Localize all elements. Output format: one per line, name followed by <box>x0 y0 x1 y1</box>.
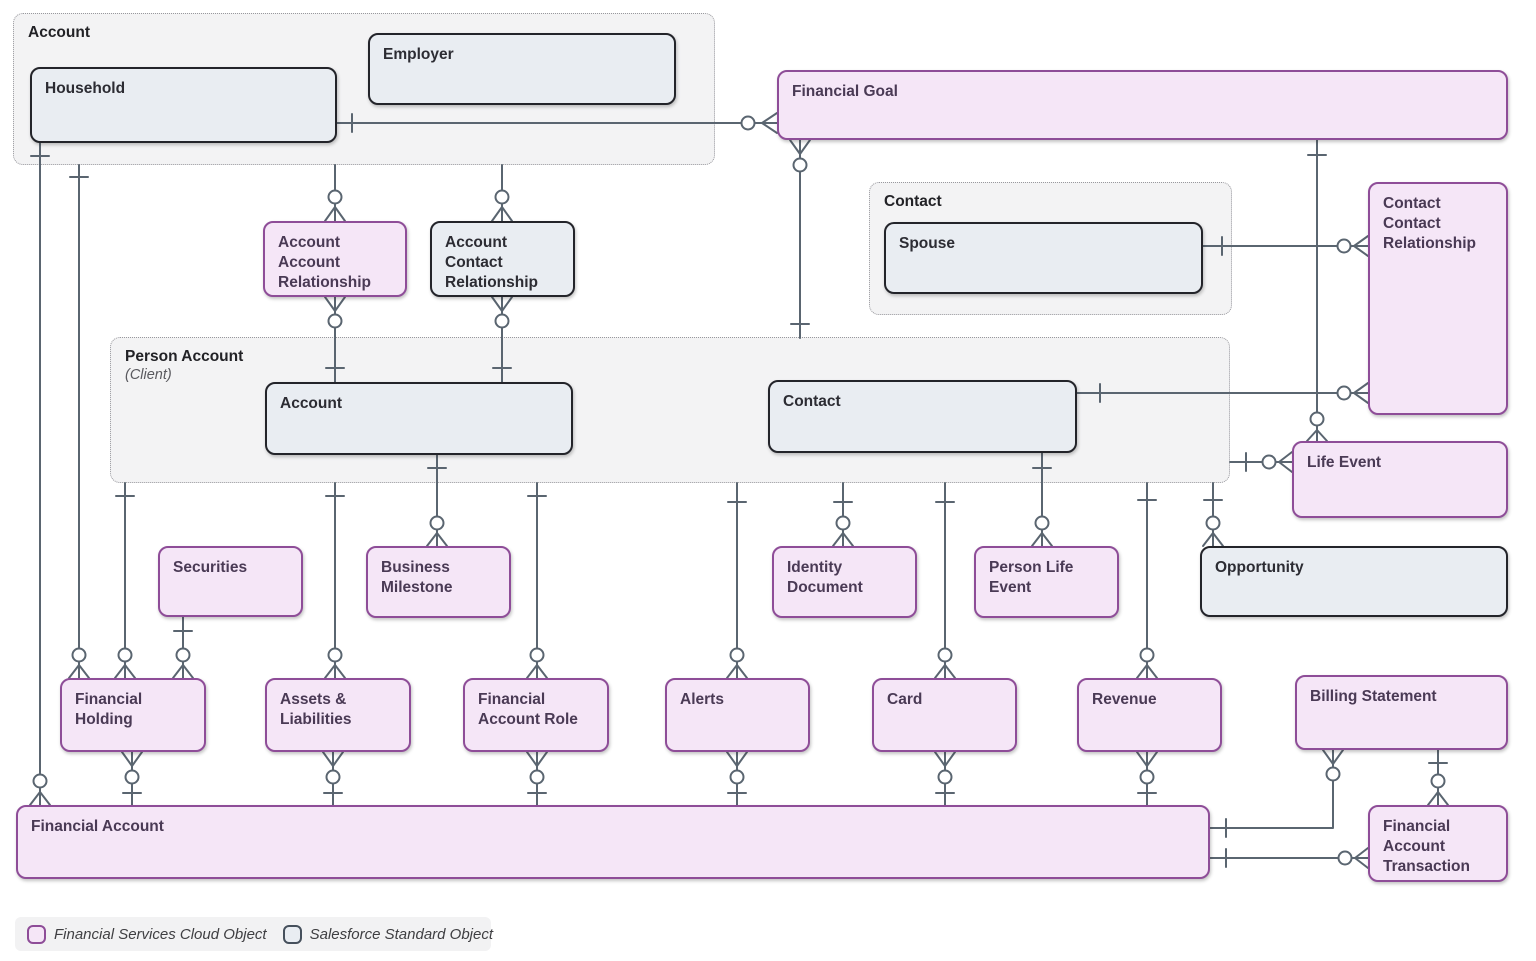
account-group-label: Account <box>28 24 90 41</box>
entity-billing-statement: Billing Statement <box>1295 675 1508 750</box>
entity-alerts: Alerts <box>665 678 810 752</box>
entity-identity-document: Identity Document <box>772 546 917 618</box>
entity-account-contact-relationship: Account Contact Relationship <box>430 221 575 297</box>
entity-person-account-contact: Contact <box>768 380 1077 453</box>
standard-legend-swatch <box>282 924 302 944</box>
fsc-legend-swatch <box>27 924 46 944</box>
entity-financial-goal: Financial Goal <box>777 70 1508 140</box>
standard-legend-label: Salesforce Standard Object <box>309 925 494 943</box>
entity-opportunity: Opportunity <box>1200 546 1508 617</box>
entity-card: Card <box>872 678 1017 752</box>
entity-person-account-account: Account <box>265 382 573 455</box>
entity-business-milestone: Business Milestone <box>366 546 511 618</box>
entity-contact-contact-relationship: Contact Contact Relationship <box>1368 182 1508 415</box>
entity-financial-account-role: Financial Account Role <box>463 678 609 752</box>
person-account-group-sublabel: (Client) <box>125 367 172 383</box>
entity-revenue: Revenue <box>1077 678 1222 752</box>
contact-group-label: Contact <box>884 193 942 210</box>
entity-spouse: Spouse <box>884 222 1203 294</box>
person-account-group-label: Person Account <box>125 348 244 365</box>
entity-financial-holding: Financial Holding <box>60 678 206 752</box>
entity-account-account-relationship: Account Account Relationship <box>263 221 407 297</box>
entity-life-event: Life Event <box>1292 441 1508 518</box>
legend: Financial Services Cloud Object Salesfor… <box>15 917 494 951</box>
entity-assets-liabilities: Assets & Liabilities <box>265 678 411 752</box>
entity-household: Household <box>30 67 337 143</box>
entity-financial-account-transaction: Financial Account Transaction <box>1368 805 1508 882</box>
entity-employer: Employer <box>368 33 676 105</box>
entity-financial-account: Financial Account <box>16 805 1210 879</box>
entity-person-life-event: Person Life Event <box>974 546 1119 618</box>
fsc-legend-label: Financial Services Cloud Object <box>54 925 267 943</box>
entity-securities: Securities <box>158 546 303 617</box>
